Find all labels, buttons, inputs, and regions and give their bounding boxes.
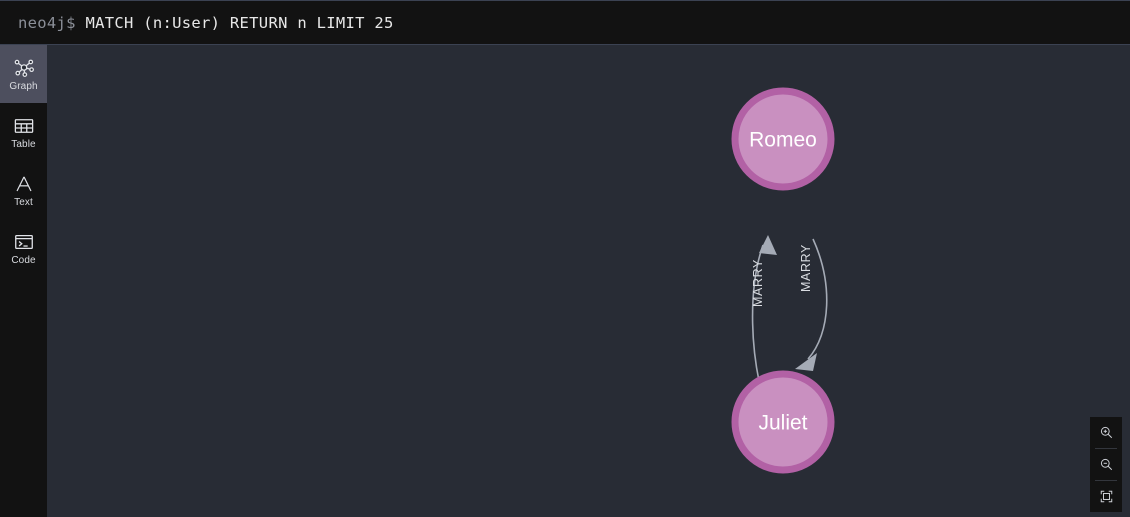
sidebar-item-graph[interactable]: Graph — [0, 45, 47, 103]
divider — [1095, 480, 1117, 481]
graph-canvas[interactable]: MARRY MARRY Romeo Juliet — [47, 45, 1130, 517]
node-circle — [731, 370, 835, 474]
query-bar[interactable]: neo4j$ MATCH (n:User) RETURN n LIMIT 25 — [0, 0, 1130, 45]
zoom-out-icon — [1099, 457, 1114, 472]
fit-to-screen-icon — [1099, 489, 1114, 504]
relationship-arrowhead — [759, 235, 777, 255]
table-icon — [13, 115, 35, 137]
query-text: neo4j$ MATCH (n:User) RETURN n LIMIT 25 — [0, 14, 394, 32]
sidebar-item-text-label: Text — [14, 196, 33, 208]
graph-icon — [13, 57, 35, 79]
sidebar-item-code[interactable]: Code — [0, 219, 47, 277]
sidebar-item-table-label: Table — [11, 138, 36, 150]
text-icon — [13, 173, 35, 195]
sidebar-item-graph-label: Graph — [9, 80, 38, 92]
relationship-line — [807, 238, 828, 360]
divider — [1095, 448, 1117, 449]
sidebar-item-text[interactable]: Text — [0, 161, 47, 219]
fit-to-screen-button[interactable] — [1090, 481, 1122, 512]
node-circle — [731, 87, 835, 191]
graph-node-romeo[interactable]: Romeo — [731, 87, 835, 191]
zoom-out-button[interactable] — [1090, 449, 1122, 480]
graph-node-juliet[interactable]: Juliet — [731, 370, 835, 474]
relationship-label: MARRY — [751, 259, 765, 307]
relationship-marry-down[interactable]: MARRY — [795, 238, 828, 371]
zoom-controls — [1090, 417, 1122, 512]
sidebar-item-code-label: Code — [11, 254, 36, 266]
relationship-arrowhead — [795, 353, 817, 371]
query-prompt: neo4j$ — [18, 13, 86, 32]
query-statement: MATCH (n:User) RETURN n LIMIT 25 — [85, 13, 394, 32]
sidebar-item-table[interactable]: Table — [0, 103, 47, 161]
view-sidebar: Graph Table Te — [0, 45, 47, 517]
relationship-label: MARRY — [799, 244, 813, 292]
zoom-in-icon — [1099, 425, 1114, 440]
code-icon — [13, 231, 35, 253]
zoom-in-button[interactable] — [1090, 417, 1122, 448]
